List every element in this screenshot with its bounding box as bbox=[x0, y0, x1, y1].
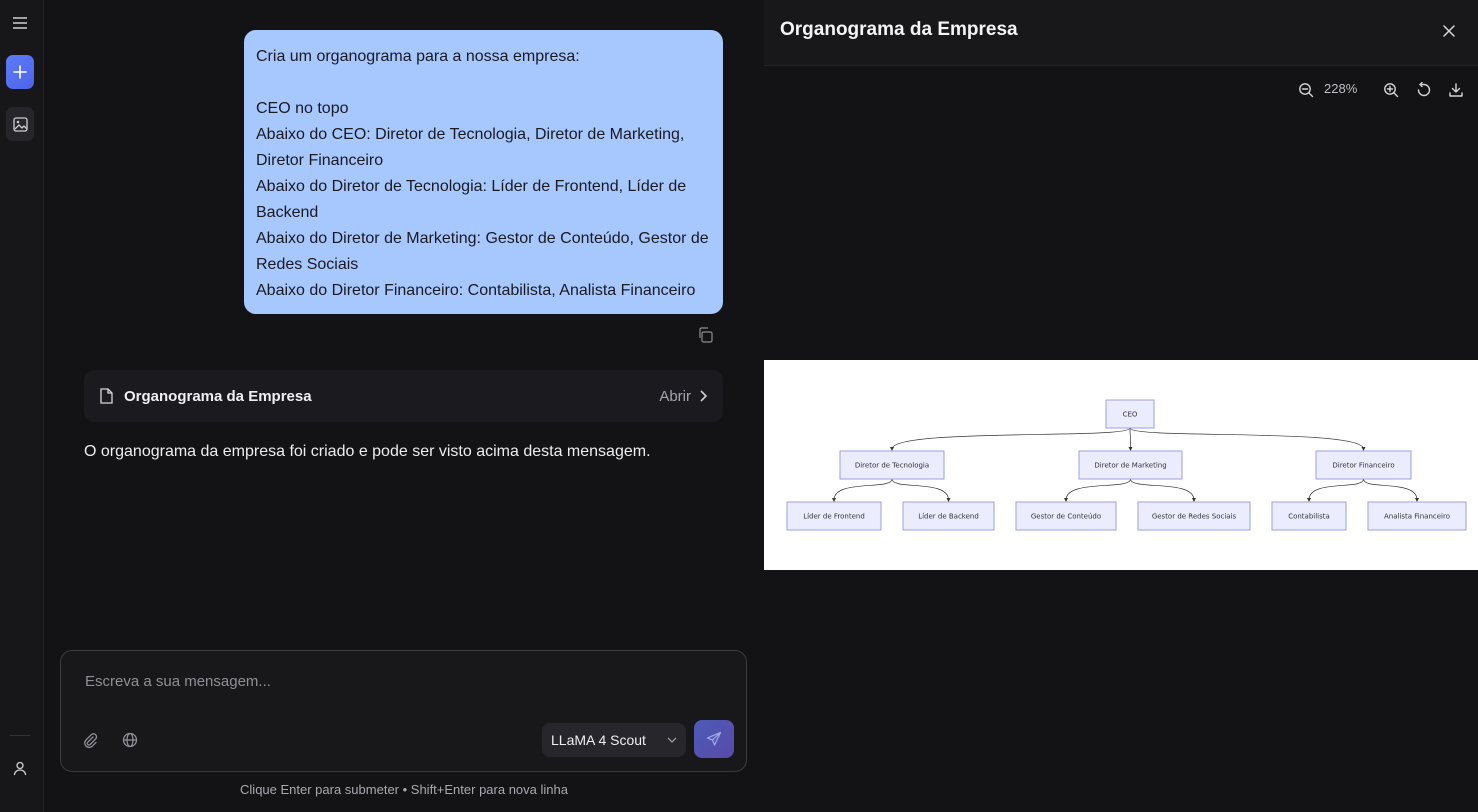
user-icon bbox=[13, 761, 27, 775]
user-message-bubble: Cria um organograma para a nossa empresa… bbox=[244, 30, 723, 314]
org-node-lead-label: Gestor de Conteúdo bbox=[1031, 513, 1101, 521]
send-button[interactable] bbox=[694, 720, 734, 758]
document-icon bbox=[100, 387, 116, 405]
org-node-lead: Líder de Backend bbox=[902, 501, 995, 531]
org-node-director: Diretor de Tecnologia bbox=[839, 450, 945, 480]
org-node-lead-box bbox=[786, 501, 882, 531]
artifact-card[interactable]: Organograma da Empresa Abrir bbox=[84, 370, 723, 422]
edge-ceo-to-director bbox=[1129, 427, 1131, 450]
artifact-open-button[interactable]: Abrir bbox=[659, 387, 691, 405]
chat-area: Cria um organograma para a nossa empresa… bbox=[44, 0, 764, 812]
org-node-lead: Gestor de Redes Sociais bbox=[1137, 501, 1251, 531]
org-node-lead-box bbox=[1271, 501, 1347, 531]
user-message-text: Cria um organograma para a nossa empresa… bbox=[256, 48, 709, 299]
message-input[interactable]: Escreva a sua mensagem... bbox=[85, 673, 271, 690]
org-node-lead-box bbox=[1367, 501, 1467, 531]
org-node-director-label: Diretor de Marketing bbox=[1094, 462, 1166, 470]
org-node-ceo-label: CEO bbox=[1123, 411, 1138, 419]
edge-arrowhead bbox=[1415, 498, 1419, 502]
zoom-out-icon[interactable] bbox=[1294, 78, 1318, 102]
user-profile-button[interactable] bbox=[6, 751, 34, 785]
edge-director-to-lead bbox=[1308, 478, 1364, 501]
edge-ceo-to-director bbox=[891, 427, 1131, 450]
edge-director-to-lead bbox=[1363, 478, 1418, 501]
org-node-director-box bbox=[1078, 450, 1183, 480]
paperclip-icon[interactable] bbox=[79, 729, 101, 751]
edge-arrowhead bbox=[1307, 498, 1311, 502]
org-node-lead-label: Contabilista bbox=[1288, 513, 1330, 521]
send-icon bbox=[706, 731, 722, 746]
edge-director-to-lead bbox=[1130, 478, 1195, 501]
panel-header: Organograma da Empresa bbox=[764, 0, 1478, 66]
edge-arrowhead bbox=[1128, 447, 1133, 451]
org-node-lead: Contabilista bbox=[1271, 501, 1347, 531]
edge-ceo-to-director bbox=[1129, 427, 1364, 450]
org-node-director-box bbox=[839, 450, 945, 480]
edge-arrowhead bbox=[1361, 447, 1366, 451]
left-sidebar bbox=[0, 0, 44, 812]
edge-director-to-lead bbox=[891, 478, 949, 501]
new-chat-button[interactable] bbox=[6, 55, 34, 89]
plus-icon bbox=[13, 65, 27, 79]
composer-hint: Clique Enter para submeter • Shift+Enter… bbox=[240, 782, 568, 797]
model-selector[interactable]: LLaMA 4 Scout bbox=[542, 723, 686, 757]
org-node-ceo-box bbox=[1105, 399, 1155, 429]
org-node-lead-box bbox=[902, 501, 995, 531]
org-node-lead: Gestor de Conteúdo bbox=[1015, 501, 1117, 531]
edge-arrowhead bbox=[946, 498, 951, 502]
panel-toolbar: 228% bbox=[764, 66, 1478, 114]
images-button[interactable] bbox=[6, 107, 34, 141]
image-icon bbox=[12, 116, 28, 132]
org-node-lead-box bbox=[1137, 501, 1251, 531]
org-node-lead-label: Líder de Frontend bbox=[803, 513, 865, 521]
globe-icon[interactable] bbox=[119, 729, 141, 751]
org-node-director-label: Diretor Financeiro bbox=[1332, 462, 1394, 470]
org-node-lead-label: Gestor de Redes Sociais bbox=[1152, 513, 1237, 521]
copy-icon[interactable] bbox=[694, 324, 716, 346]
org-node-lead: Analista Financeiro bbox=[1367, 501, 1467, 531]
edge-arrowhead bbox=[1192, 498, 1196, 502]
hamburger-icon[interactable] bbox=[6, 6, 34, 40]
close-icon[interactable] bbox=[1438, 20, 1460, 42]
zoom-in-icon[interactable] bbox=[1379, 78, 1403, 102]
assistant-reply: O organograma da empresa foi criado e po… bbox=[84, 443, 651, 460]
org-node-director: Diretor de Marketing bbox=[1078, 450, 1183, 480]
panel-title: Organograma da Empresa bbox=[780, 19, 1018, 40]
edge-arrowhead bbox=[832, 498, 836, 502]
zoom-level: 228% bbox=[1324, 81, 1358, 96]
artifact-panel: Organograma da Empresa 228% CEO Diretor d… bbox=[764, 0, 1478, 812]
model-selector-label: LLaMA 4 Scout bbox=[551, 732, 646, 748]
org-node-director: Diretor Financeiro bbox=[1315, 450, 1412, 480]
download-icon[interactable] bbox=[1444, 78, 1468, 102]
edge-director-to-lead bbox=[833, 478, 893, 501]
org-node-ceo: CEO bbox=[1105, 399, 1155, 429]
org-node-lead-label: Analista Financeiro bbox=[1384, 513, 1450, 521]
org-node-director-label: Diretor de Tecnologia bbox=[855, 462, 929, 470]
edge-director-to-lead bbox=[1065, 478, 1131, 501]
org-node-lead-box bbox=[1015, 501, 1117, 531]
artifact-title: Organograma da Empresa bbox=[124, 387, 312, 405]
message-composer: Escreva a sua mensagem... LLaMA 4 Scout bbox=[60, 650, 747, 772]
org-node-lead: Líder de Frontend bbox=[786, 501, 882, 531]
edge-arrowhead bbox=[1064, 498, 1068, 502]
edge-arrowhead bbox=[890, 447, 894, 451]
rail-divider bbox=[10, 735, 30, 736]
org-node-lead-label: Líder de Backend bbox=[918, 513, 979, 521]
reset-icon[interactable] bbox=[1412, 78, 1436, 102]
org-node-director-box bbox=[1315, 450, 1412, 480]
chevron-down-icon bbox=[667, 737, 677, 743]
chevron-right-icon[interactable] bbox=[699, 390, 707, 402]
